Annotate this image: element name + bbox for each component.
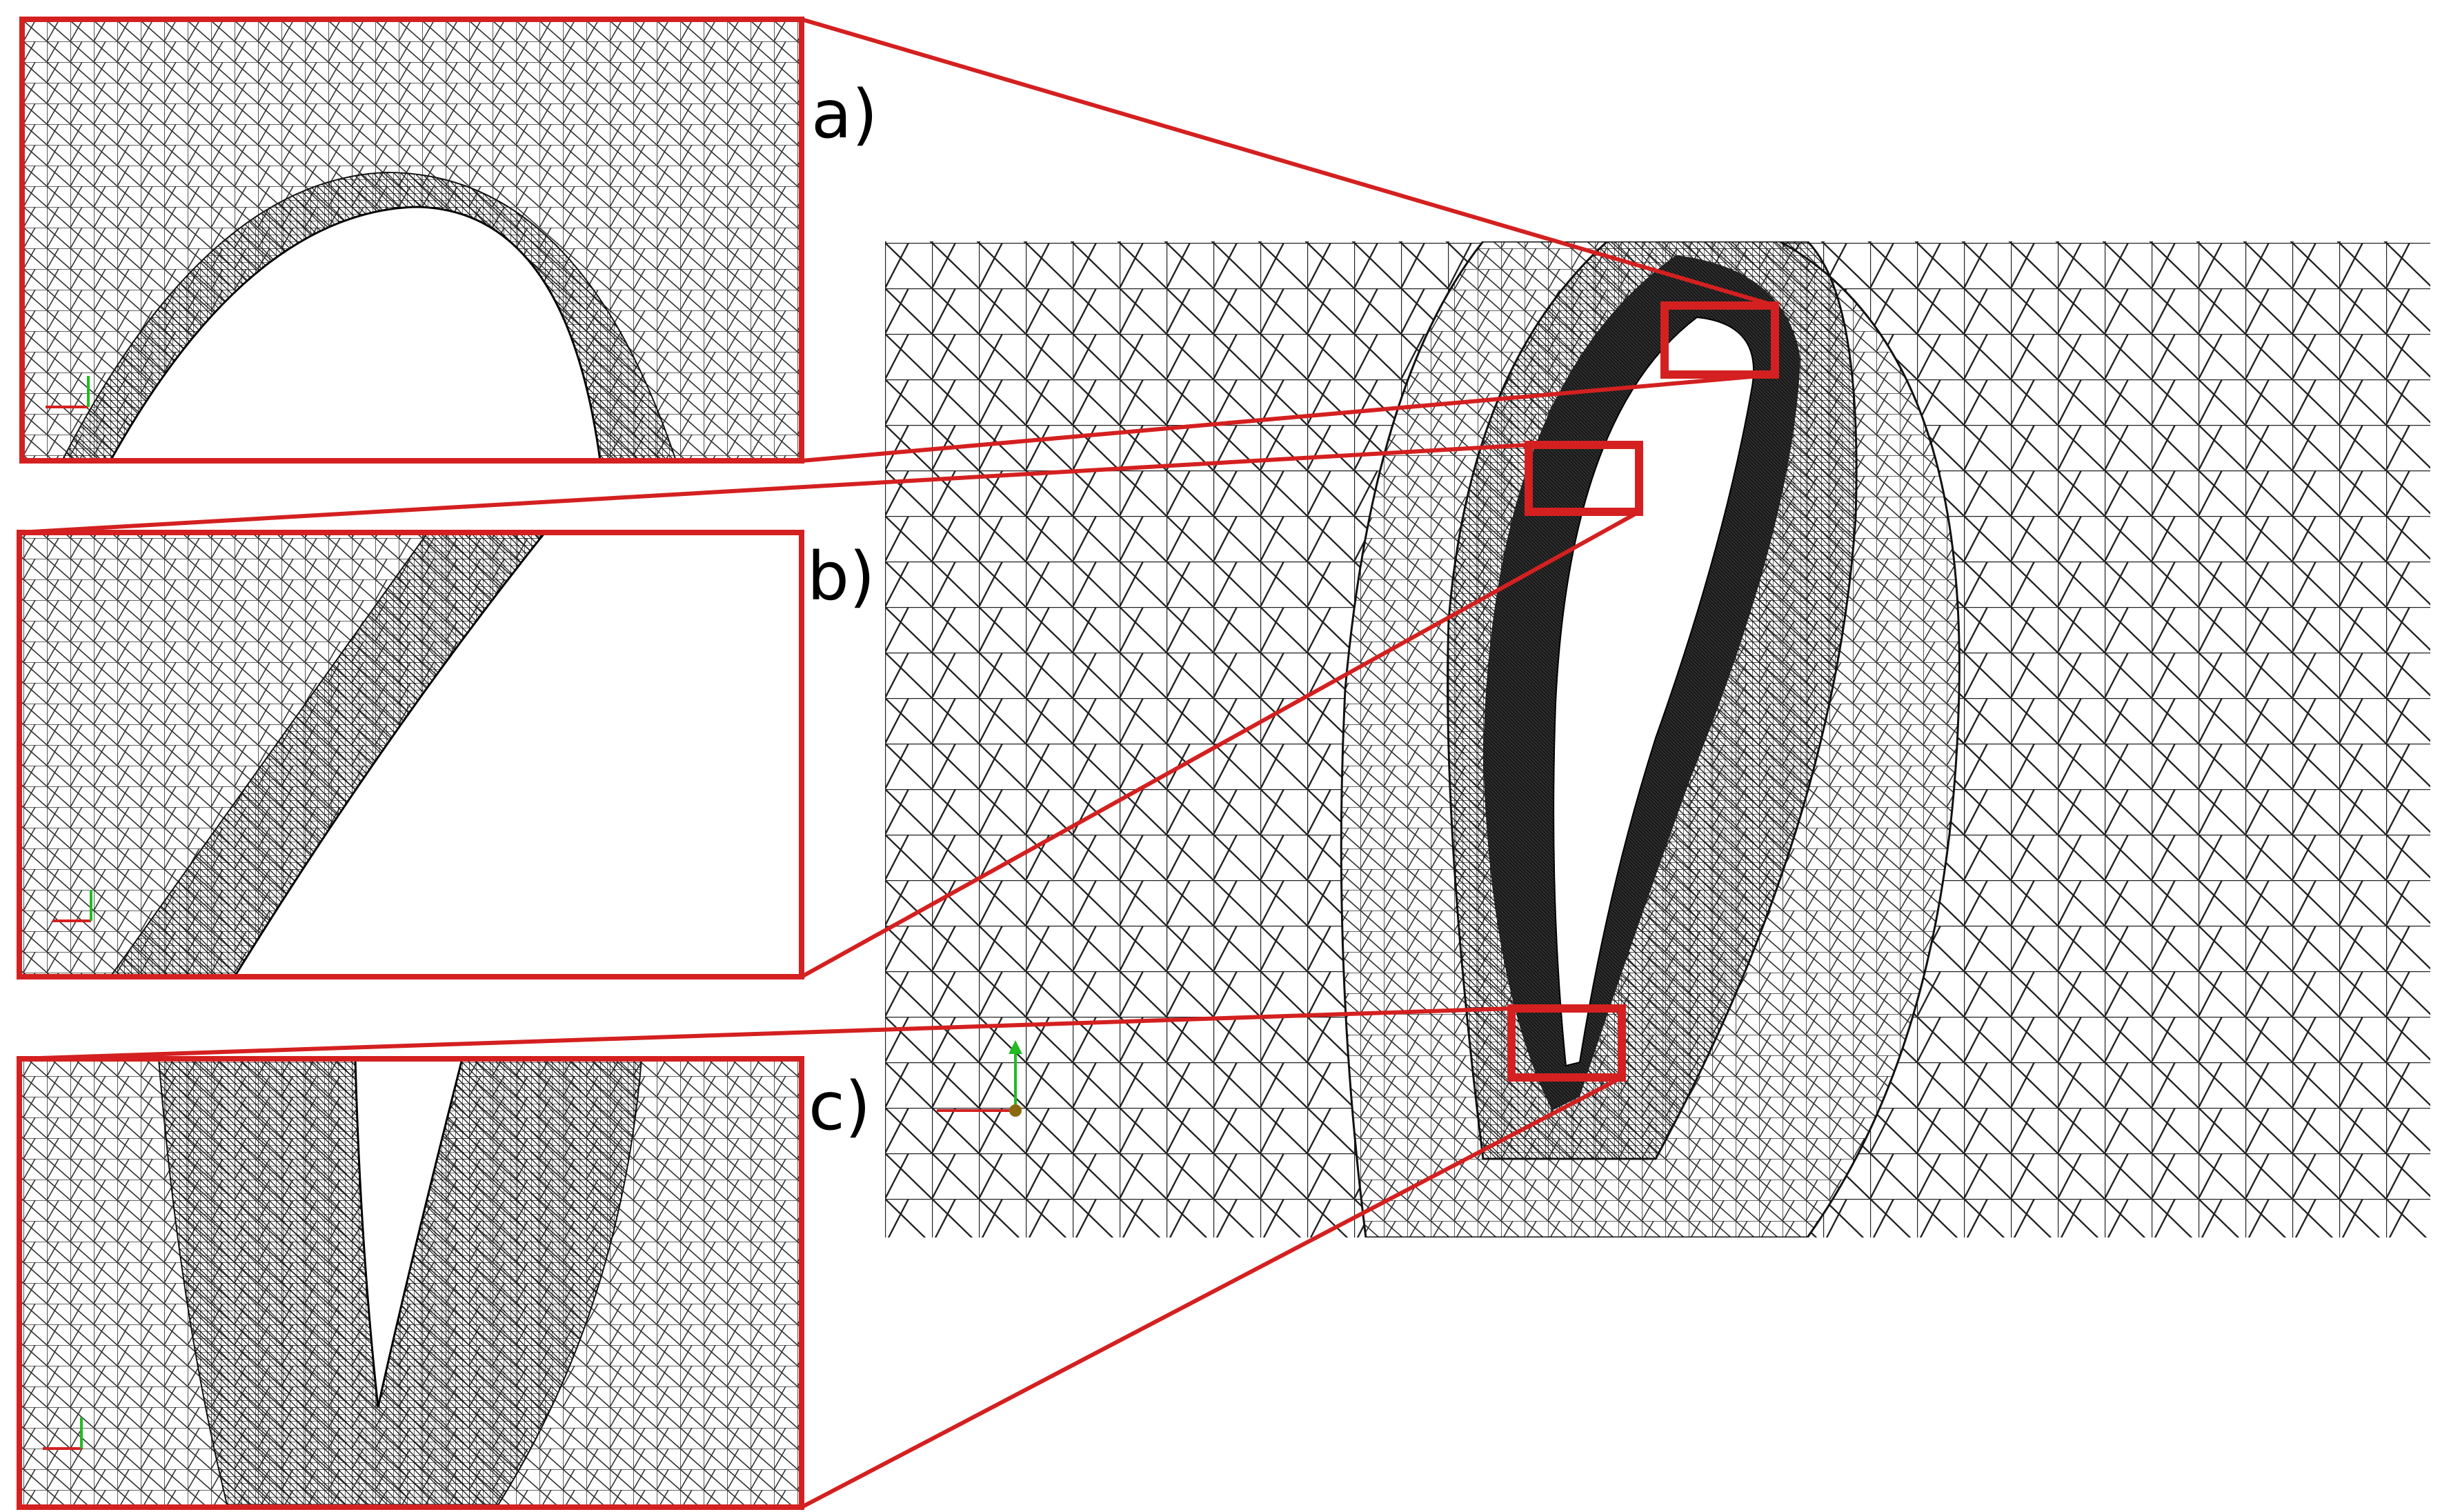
panel-label-b: b) <box>807 538 875 615</box>
connector-b-top <box>19 443 1529 535</box>
connector-a-top <box>801 17 1776 308</box>
inset-frame-a <box>19 17 804 464</box>
zoom-connectors <box>19 17 1779 1509</box>
panel-label-a: a) <box>811 76 878 153</box>
connector-a-bottom <box>801 372 1776 463</box>
axis-triad-icon <box>46 376 90 408</box>
inset-panel-a <box>19 17 804 464</box>
airfoil-blade <box>1553 316 1755 1067</box>
inset-panel-b <box>17 530 804 979</box>
airfoil-trailing-edge <box>354 1059 464 1408</box>
main-mesh-view <box>885 241 2430 1237</box>
inset-panel-c <box>17 1056 804 1510</box>
panel-label-c: c) <box>808 1068 871 1145</box>
zoom-box-c <box>1507 1004 1626 1082</box>
axis-triad-icon <box>52 890 92 922</box>
axis-triad-icon <box>43 1418 83 1450</box>
zoom-box-a <box>1660 301 1779 379</box>
connector-c-top <box>19 1006 1512 1061</box>
axis-triad-icon <box>937 1040 1022 1117</box>
inset-frame-c <box>17 1056 804 1510</box>
airfoil-leading-edge <box>109 206 602 461</box>
zoom-box-b <box>1525 441 1643 516</box>
inset-frame-b <box>17 530 804 979</box>
connector-c-bottom <box>800 1075 1623 1509</box>
airfoil-suction-side <box>233 533 802 977</box>
connector-b-bottom <box>800 510 1640 979</box>
